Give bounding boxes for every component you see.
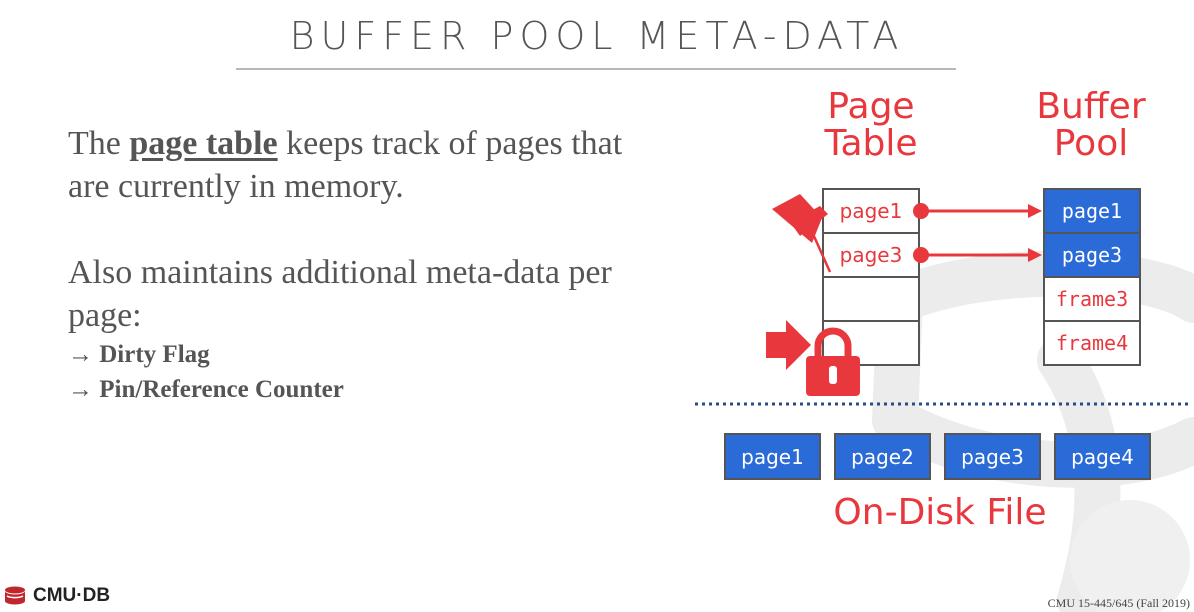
- page-table-label-line1: Page: [827, 86, 915, 127]
- buffer-pool-frame: frame4: [1043, 320, 1141, 366]
- intro-paragraph: The page table keeps track of pages that…: [68, 122, 668, 208]
- cmu-db-logo: CMU·DB: [4, 585, 110, 607]
- slide-title: BUFFER POOL META-DATA: [289, 14, 905, 58]
- buffer-pool-frame: frame3: [1043, 276, 1141, 322]
- buffer-pool-label-line1: Buffer: [1036, 86, 1146, 127]
- disk-file-label: On-Disk File: [833, 492, 1047, 533]
- bullet-pin-counter: → Pin/Reference Counter: [68, 376, 344, 403]
- buffer-pool-label-line2: Pool: [1053, 123, 1129, 164]
- course-label: CMU 15-445/645 (Fall 2019): [1047, 596, 1190, 610]
- bullet-dirty-flag: → Dirty Flag: [68, 341, 210, 368]
- page-table-label: Page Table: [800, 88, 942, 162]
- disk-page: page4: [1054, 433, 1151, 480]
- page-table-entry: [822, 276, 920, 322]
- arrow-right-icon: [766, 320, 811, 370]
- page-table-label-line2: Table: [824, 123, 918, 164]
- mapping-arrows: [913, 203, 1042, 263]
- title-divider: [236, 68, 956, 70]
- pushpin-icon: [772, 194, 832, 273]
- intro-before: The: [68, 125, 130, 162]
- page-table-entry: page1: [822, 188, 920, 234]
- disk-page: page1: [724, 433, 821, 480]
- logo-text: CMU·DB: [33, 585, 111, 606]
- buffer-pool-frame: page3: [1043, 232, 1141, 278]
- database-icon: [5, 586, 25, 605]
- buffer-pool-label: Buffer Pool: [1020, 88, 1162, 162]
- padlock-icon: [806, 327, 860, 396]
- intro-after: keeps track of pages that are currently …: [68, 125, 623, 205]
- metadata-paragraph: Also maintains additional meta-data per …: [68, 254, 612, 334]
- disk-page: page2: [834, 433, 931, 480]
- slide-body: The page table keeps track of pages that…: [68, 122, 668, 407]
- disk-page: page3: [944, 433, 1041, 480]
- page-table-term: page table: [129, 125, 278, 162]
